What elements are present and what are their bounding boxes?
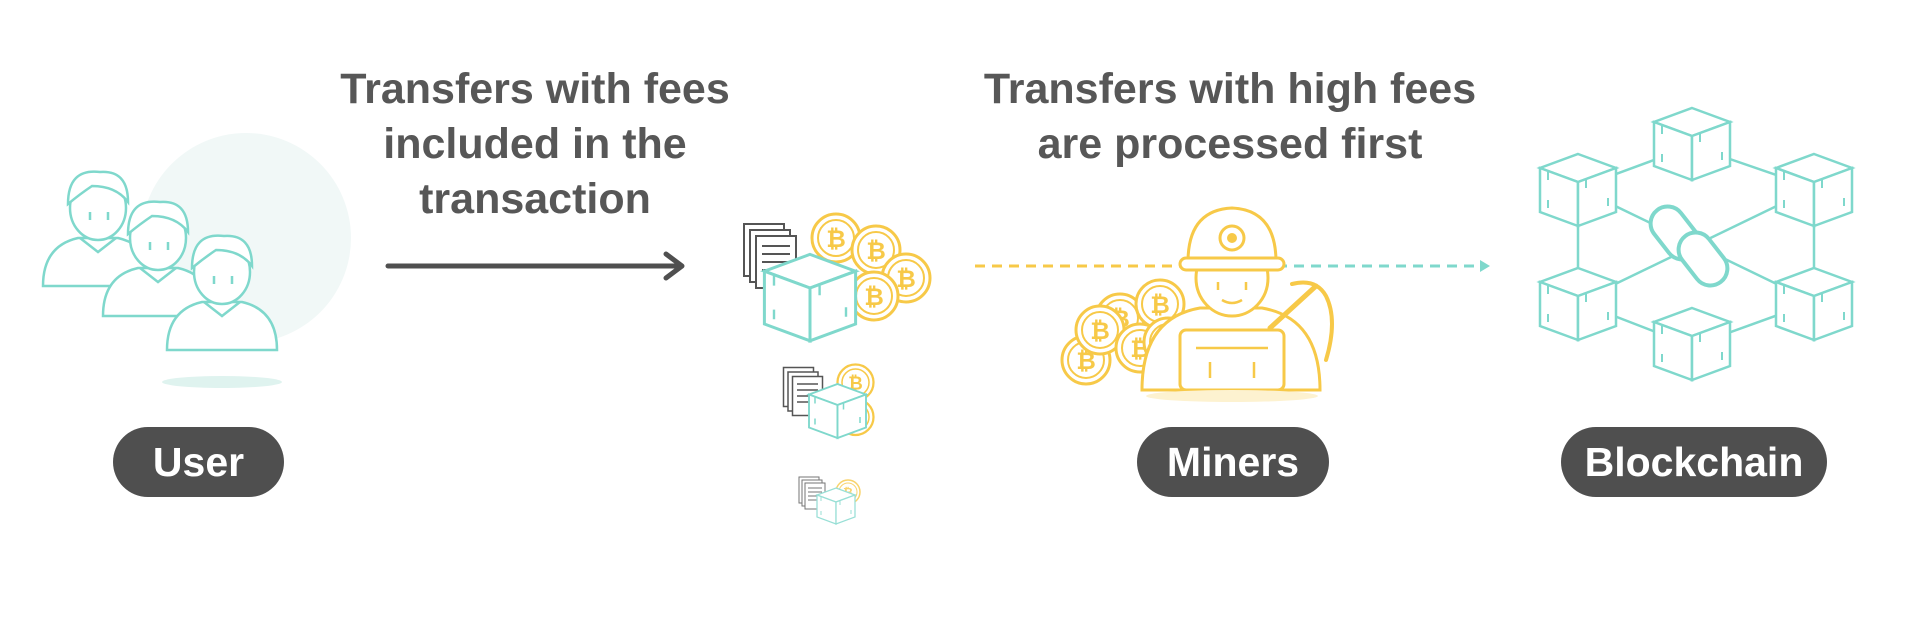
pickaxe-icon bbox=[1267, 280, 1334, 362]
dashed-arrow bbox=[975, 260, 1490, 272]
miner-icon bbox=[1060, 206, 1322, 402]
caption-fees-included: Transfers with fees included in the tran… bbox=[340, 65, 730, 223]
chain-link-icon bbox=[1648, 204, 1730, 288]
miners-label: Miners bbox=[1137, 427, 1329, 497]
caption-high-fees-first: Transfers with high fees are processed f… bbox=[983, 65, 1477, 168]
transaction-bundle-icon bbox=[743, 212, 932, 525]
user-label: User bbox=[113, 427, 284, 497]
blockchain-label: Blockchain bbox=[1561, 427, 1827, 497]
arrow-right-icon bbox=[385, 251, 685, 281]
user-group-icon bbox=[41, 133, 351, 388]
